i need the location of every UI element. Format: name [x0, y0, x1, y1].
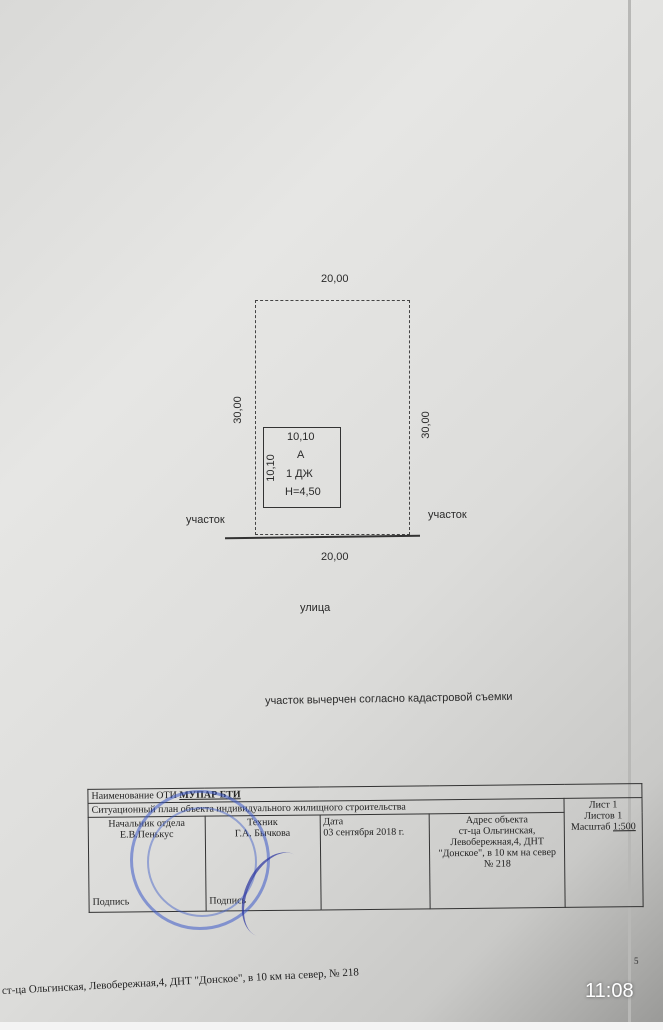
neighbor-left: участок	[186, 514, 225, 526]
plot-boundary	[255, 300, 410, 535]
neighbor-right: участок	[428, 509, 467, 521]
house-type: 1 ДЖ	[286, 468, 313, 480]
plot-top-dimension: 20,00	[321, 273, 349, 285]
note: участок вычерчен согласно кадастровой съ…	[264, 690, 513, 708]
sheet: Лист 1	[588, 799, 618, 811]
house-outline	[263, 427, 341, 508]
head-sign-label: Подпись	[92, 896, 130, 908]
address-value: ст-ца Ольгинская, Левобережная,4, ДНТ "Д…	[438, 825, 557, 870]
scale-value: 1:500	[612, 821, 636, 833]
footer-address: ст-ца Ольгинская, Левобережная,4, ДНТ "Д…	[1, 966, 360, 997]
page-number: 5	[634, 956, 639, 966]
street-line	[224, 534, 421, 539]
house-letter: А	[297, 449, 305, 461]
date-value: 03 сентября 2018 г.	[323, 826, 405, 839]
plot-bottom-dimension: 20,00	[321, 551, 349, 563]
status-time: 11:08	[585, 980, 634, 1002]
house-side: 10,10	[264, 454, 277, 482]
plot-right-dimension: 30,00	[419, 411, 432, 439]
street-label: улица	[300, 602, 331, 614]
house-width: 10,10	[287, 431, 315, 443]
house-height: Н=4,50	[285, 486, 321, 498]
sheets: Листов 1	[584, 810, 623, 822]
page-edge	[628, 0, 631, 1022]
round-stamp	[130, 790, 270, 930]
plot-left-dimension: 30,00	[231, 396, 244, 424]
scale-label: Масштаб	[570, 821, 611, 833]
